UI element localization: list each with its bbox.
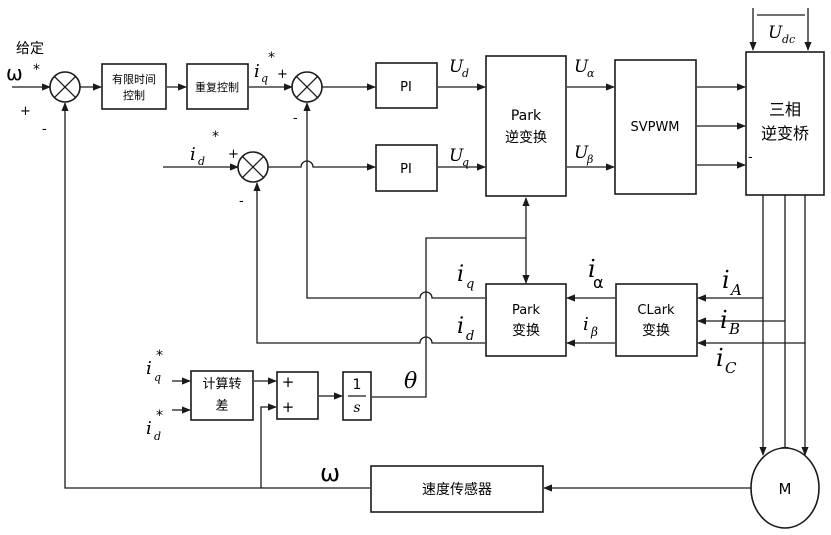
pi-q-block: PI [376, 63, 437, 108]
id-star-input-label: i [146, 418, 152, 439]
sum3-minus: - [239, 194, 244, 209]
ialpha-sub: α [593, 273, 604, 292]
svpwm-block: SVPWM [615, 60, 696, 194]
iq-ref-star: * [268, 50, 275, 66]
iq-ref-label: i [254, 61, 260, 82]
iq-ref-sub: q [261, 72, 268, 85]
three-phase-inverter-block: 三相 逆变桥 [746, 52, 824, 195]
inverse-park-block: Park 逆变换 [486, 56, 566, 196]
id-star-input-star: * [156, 408, 163, 424]
udc-label: U [768, 23, 783, 43]
ic-label: i [716, 344, 724, 372]
adder-plus-1: + [282, 373, 295, 391]
sum1-minus: - [42, 122, 47, 137]
inverse-park-label-1: Park [511, 108, 542, 124]
park-block: Park 变换 [486, 284, 566, 356]
clark-block: CLark 变换 [616, 284, 697, 356]
repetitive-control-block: 重复控制 [187, 64, 248, 109]
udc-sub: dc [782, 33, 795, 46]
motor: M [751, 448, 819, 528]
slip-calculation-block: 计算转 差 [191, 371, 253, 420]
uq-sub: q [462, 156, 469, 169]
iq-star-input-label: i [146, 358, 152, 379]
adder-plus-2: + [282, 398, 295, 416]
park-label-1: Park [512, 303, 541, 318]
inverter-label-1: 三相 [769, 100, 801, 119]
ualpha-sub: α [587, 67, 595, 80]
ibeta-label: i [583, 314, 589, 335]
speed-sensor-label: 速度传感器 [422, 481, 492, 498]
ib-sub: B [728, 320, 740, 338]
speed-sensor-block: 速度传感器 [371, 466, 543, 512]
integrator-numerator: 1 [353, 377, 362, 393]
pi-d-label: PI [400, 162, 412, 177]
sum3-plus: + [228, 147, 239, 162]
id-ref-label: i [190, 144, 196, 165]
ud-sub: d [462, 67, 469, 80]
ibeta-sub: β [590, 325, 598, 339]
motor-label: M [779, 480, 792, 498]
omega-ref-label: ω [6, 61, 23, 85]
repetitive-label: 重复控制 [195, 80, 239, 94]
sum2-plus: + [277, 67, 288, 82]
slip-label-2: 差 [215, 399, 228, 414]
inverter-minus: - [748, 150, 753, 165]
id-ref-star: * [212, 129, 219, 145]
inverse-park-label-2: 逆变换 [505, 129, 547, 146]
ia-label: i [722, 266, 730, 294]
id-fb-label: i [457, 314, 464, 339]
ia-sub: A [729, 281, 742, 299]
omega-ref-star: * [33, 62, 40, 78]
omega-feedback-label: ω [320, 459, 340, 487]
iq-fb-sub: q [466, 277, 474, 292]
ubeta-sub: β [586, 153, 593, 166]
ib-label: i [720, 306, 728, 334]
integrator-block: 1 s [343, 372, 371, 420]
slip-label-1: 计算转 [202, 377, 241, 392]
iq-star-input-star: * [156, 348, 163, 364]
finite-time-label-2: 控制 [123, 88, 145, 102]
given-label: 给定 [16, 41, 44, 57]
sum2-minus: - [293, 111, 298, 126]
finite-time-label-1: 有限时间 [112, 72, 156, 86]
sum-junction-iq [292, 72, 322, 102]
sum-junction-id [238, 152, 268, 182]
pi-q-label: PI [400, 80, 412, 95]
svpwm-label: SVPWM [630, 120, 679, 135]
park-label-2: 变换 [512, 322, 540, 339]
sum-junction-speed [50, 72, 80, 102]
clark-label-1: CLark [637, 303, 675, 318]
finite-time-control-block: 有限时间 控制 [102, 64, 166, 109]
pi-d-block: PI [376, 145, 437, 191]
inverter-label-2: 逆变桥 [761, 124, 809, 143]
theta-label: θ [404, 369, 417, 394]
adder-block: + + [277, 372, 318, 419]
iq-star-input-sub: q [154, 371, 161, 384]
id-fb-sub: d [466, 329, 474, 344]
id-star-input-sub: d [154, 430, 161, 443]
clark-label-2: 变换 [642, 322, 670, 339]
iq-fb-label: i [457, 262, 464, 287]
sum1-plus: + [20, 104, 31, 119]
integrator-denominator: s [353, 400, 360, 416]
ic-sub: C [725, 359, 737, 377]
id-ref-sub: d [198, 155, 205, 168]
